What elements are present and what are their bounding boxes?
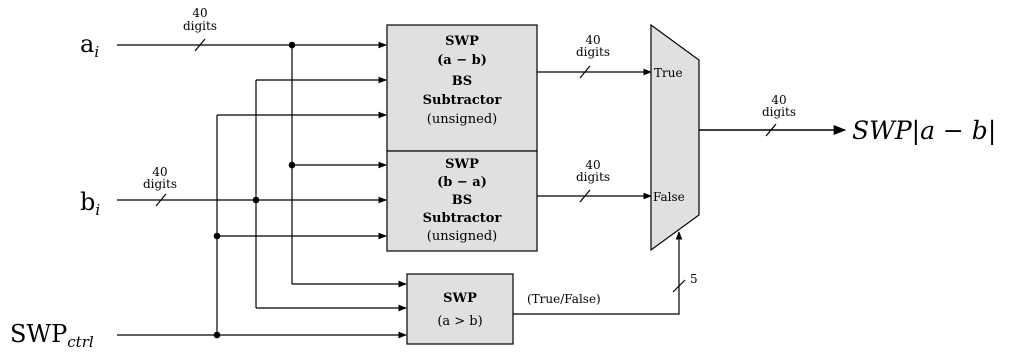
block1-line4: Subtractor [423,93,502,108]
wires-b [117,76,407,312]
subtractor-a-minus-b-block: SWP (a − b) BS Subtractor (unsigned) [386,24,538,152]
bus-width-sub2-num: 40 [585,158,600,172]
block1-line1: SWP [445,34,479,49]
wires-ctrl [117,111,407,339]
bus-tick-out [765,123,777,137]
input-ctrl-label: SWPctrl [10,320,94,351]
bus-width-b-num: 40 [152,165,167,179]
bus-tick-a [194,38,206,52]
subtractor-b-minus-a-block: SWP (b − a) BS Subtractor (unsigned) [386,150,538,252]
block3-line1: SWP [443,291,477,306]
mux-block: True False [650,23,700,252]
bus-tick-cmp [672,279,686,293]
bus-tick-sub1 [579,65,591,79]
comparator-block: SWP (a > b) [406,273,514,345]
block2-line3: BS [452,193,472,208]
bus-width-b-unit: digits [143,177,177,191]
bus-tick-b [155,193,167,207]
input-a-label: ai [80,30,99,61]
bus-width-out-num: 40 [771,93,786,107]
bus-width-a-unit: digits [183,19,217,33]
bus-width-sub1-num: 40 [585,33,600,47]
block1-line5: (unsigned) [427,112,497,127]
block2-line5: (unsigned) [427,229,497,244]
bus-width-cmp: 5 [690,272,698,286]
input-b-label: bi [80,188,100,219]
wires-a [117,41,407,288]
block3-line2: (a > b) [437,314,482,329]
block2-line2: (b − a) [437,175,487,190]
bus-width-out-unit: digits [762,105,796,119]
junction-dots [213,41,296,339]
wire-cmp-select [513,231,683,315]
bus-width-sub1-unit: digits [576,45,610,59]
bus-width-sub2-unit: digits [576,170,610,184]
wires-sub-outputs [537,68,652,200]
mux-false-label: False [653,190,685,204]
block1-line3: BS [452,74,472,89]
output-label: SWP|a − b| [852,116,996,146]
bus-tick-sub2 [579,189,591,203]
block2-line4: Subtractor [423,211,502,226]
block2-line1: SWP [445,157,479,172]
block1-line2: (a − b) [437,53,487,68]
bus-width-a-num: 40 [192,6,207,20]
mux-true-label: True [654,66,683,80]
cmp-signal-label: (True/False) [527,292,601,306]
